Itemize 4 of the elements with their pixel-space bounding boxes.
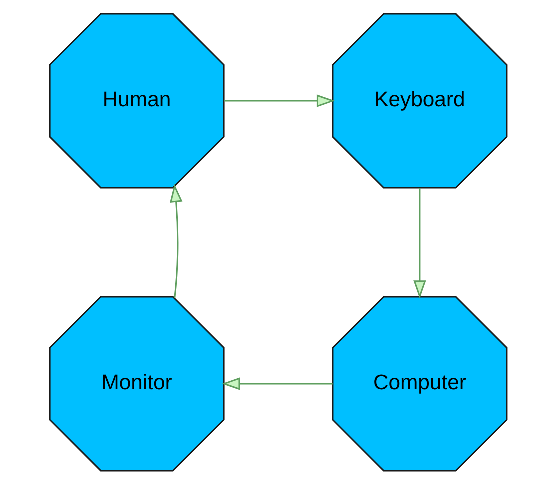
arrow (170, 184, 183, 299)
arrow (414, 188, 426, 299)
arrow (222, 378, 333, 390)
arrow (224, 94, 336, 108)
